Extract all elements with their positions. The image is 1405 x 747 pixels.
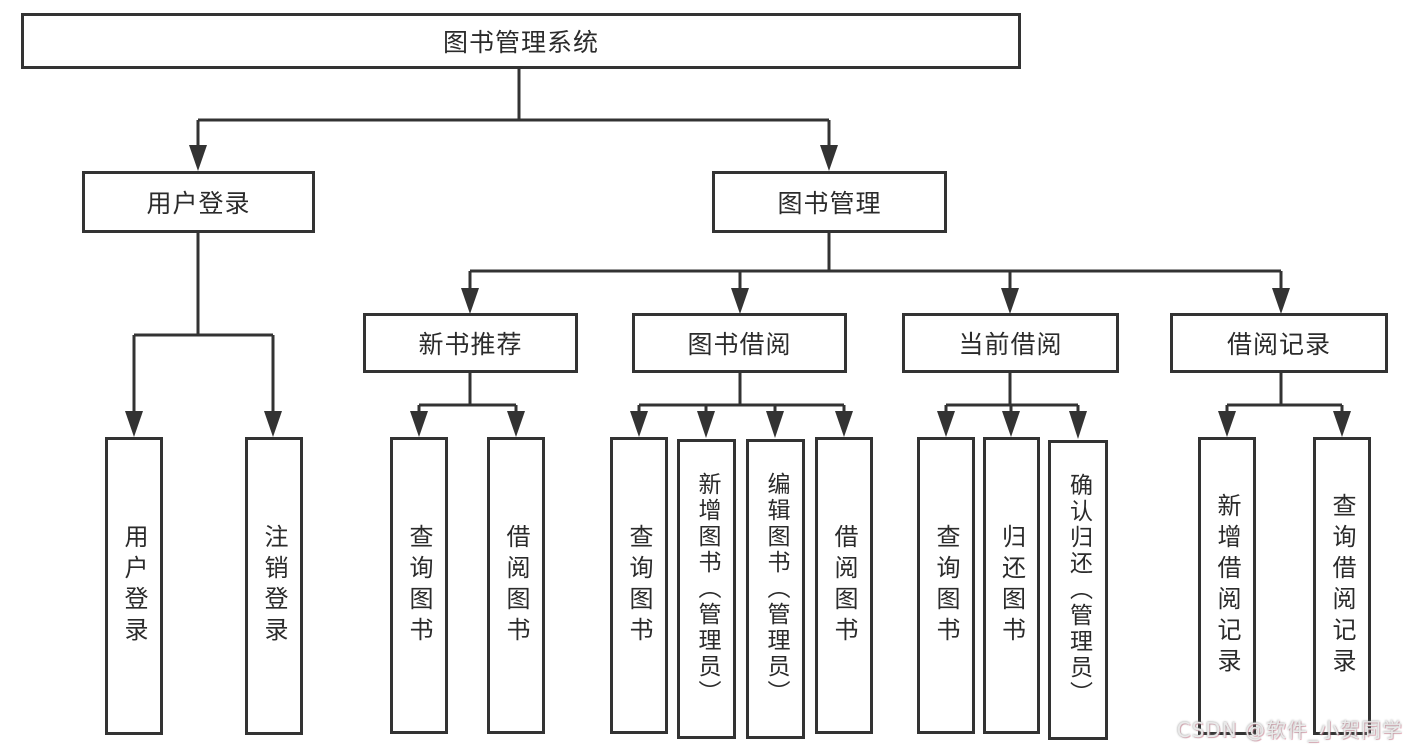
arrow-down-icon	[507, 411, 525, 437]
arrow-down-icon	[125, 411, 143, 437]
arrow-down-icon	[1002, 411, 1020, 437]
connector-paths	[132, 69, 1344, 416]
node-leaf-user-login: 用户登录	[105, 437, 163, 735]
arrow-down-icon	[820, 145, 838, 171]
arrow-down-icon	[189, 145, 207, 171]
node-leaf-confirm-return: 确认归还（管理员）	[1048, 440, 1108, 740]
node-label: 注销登录	[260, 524, 288, 648]
node-label: 用户登录	[120, 524, 148, 648]
node-label: 借阅图书	[830, 523, 858, 648]
arrow-down-icon	[835, 411, 853, 437]
arrow-down-icon	[1218, 411, 1236, 437]
node-user-login: 用户登录	[82, 171, 315, 233]
node-label: 归还图书	[997, 523, 1026, 648]
arrow-down-icon	[630, 411, 648, 437]
node-label: 确认归还（管理员）	[1065, 473, 1092, 707]
node-leaf-logout-login: 注销登录	[245, 437, 303, 735]
arrow-down-icon	[697, 411, 715, 438]
node-leaf-add-book: 新增图书（管理员）	[677, 439, 736, 739]
arrow-down-icon	[461, 288, 479, 314]
node-label: 借阅图书	[502, 523, 530, 648]
node-label: 新增借阅记录	[1213, 493, 1241, 679]
connector-book-borrow-children	[637, 373, 846, 416]
node-new-book-rec: 新书推荐	[363, 313, 578, 373]
watermark: CSDN @软件_小贺同学	[1176, 718, 1403, 742]
node-leaf-edit-book: 编辑图书（管理员）	[746, 439, 805, 739]
node-book-borrow: 图书借阅	[632, 313, 847, 373]
connector-new-book-rec-children	[417, 373, 518, 416]
node-label: 查询图书	[625, 523, 653, 648]
arrow-down-icon	[1069, 411, 1087, 439]
connector-book-mgmt-children	[468, 233, 1283, 294]
connector-current-borrow-children	[944, 373, 1080, 416]
node-label: 查询图书	[405, 523, 433, 648]
arrowheads	[125, 145, 1351, 439]
connector-user-login-children	[132, 233, 275, 416]
arrow-down-icon	[264, 411, 282, 437]
arrow-down-icon	[731, 288, 749, 314]
node-current-borrow: 当前借阅	[902, 313, 1119, 373]
node-book-mgmt: 图书管理	[712, 171, 947, 233]
node-leaf-query-book-borrow: 查询图书	[610, 437, 668, 734]
arrow-down-icon	[1272, 288, 1290, 314]
node-leaf-query-borrow-record: 查询借阅记录	[1313, 437, 1371, 735]
node-label: 查询借阅记录	[1328, 493, 1356, 679]
node-label: 查询图书	[932, 523, 960, 648]
connector-root-to-level2	[196, 69, 831, 150]
arrow-down-icon	[410, 411, 428, 437]
arrow-down-icon	[1333, 411, 1351, 437]
node-label: 新增图书（管理员）	[694, 472, 720, 706]
node-leaf-borrow-book-rec: 借阅图书	[487, 437, 545, 734]
node-borrow-record: 借阅记录	[1170, 313, 1388, 373]
arrow-down-icon	[937, 411, 955, 437]
node-leaf-borrow-book-borrow: 借阅图书	[815, 437, 873, 734]
node-leaf-query-book-rec: 查询图书	[390, 437, 448, 734]
node-root: 图书管理系统	[21, 13, 1021, 69]
node-leaf-add-borrow-record: 新增借阅记录	[1198, 437, 1256, 735]
node-leaf-query-book-current: 查询图书	[917, 437, 975, 734]
node-label: 编辑图书（管理员）	[763, 472, 789, 706]
connector-borrow-record-children	[1225, 373, 1344, 416]
node-leaf-return-book: 归还图书	[983, 437, 1040, 734]
arrow-down-icon	[766, 411, 784, 438]
arrow-down-icon	[1001, 288, 1019, 314]
